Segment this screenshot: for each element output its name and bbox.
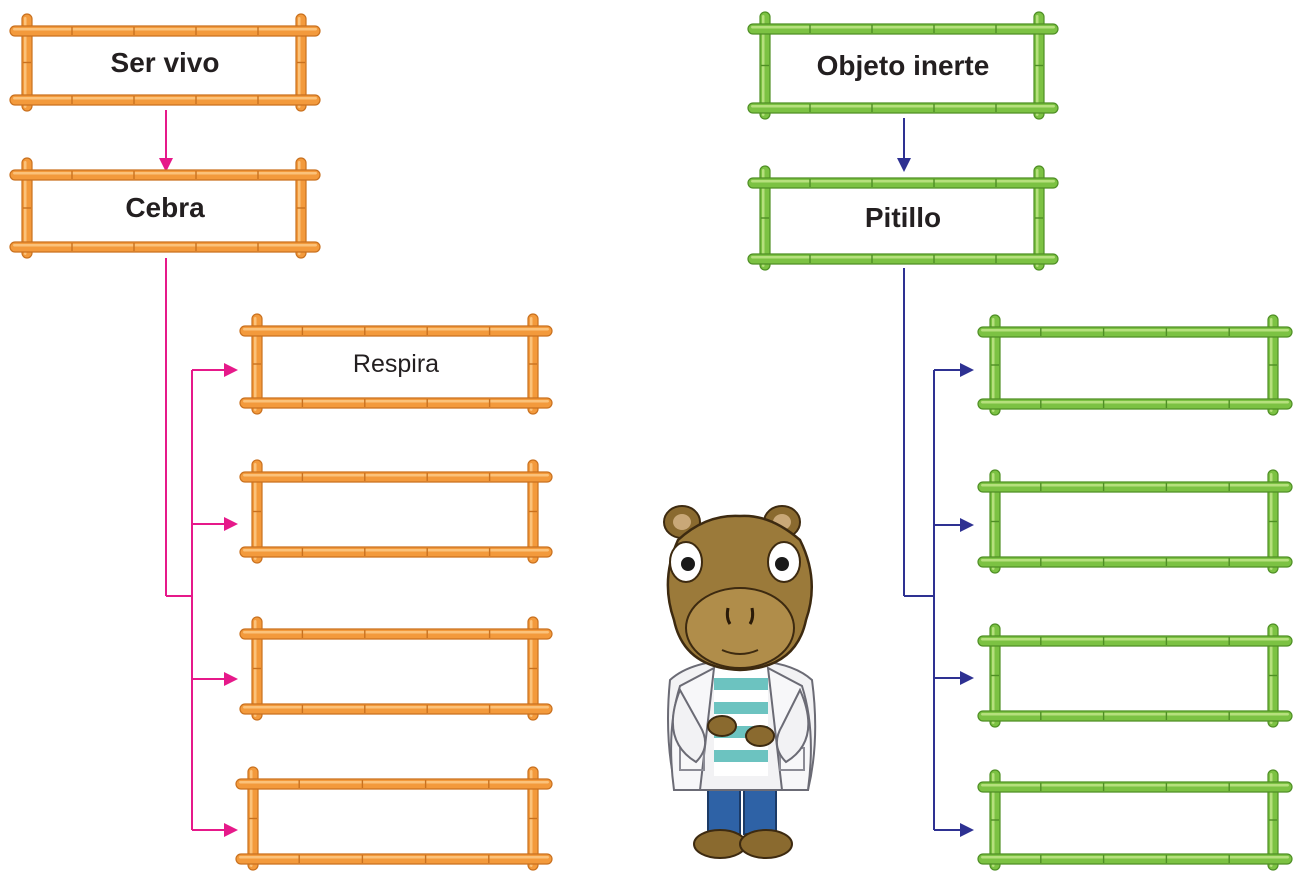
inert-characteristic-text-1 xyxy=(978,315,1292,415)
inert-characteristic-box-2[interactable] xyxy=(977,469,1293,574)
living-characteristic-text-3 xyxy=(240,617,552,720)
living-characteristic-text-1: Respira xyxy=(352,349,440,378)
living-characteristic-text-2 xyxy=(240,460,552,563)
living-characteristic-text-4 xyxy=(236,767,552,870)
living-category-label: Ser vivo xyxy=(110,46,220,78)
living-characteristic-box-1[interactable]: Respira xyxy=(239,313,553,415)
inert-characteristic-text-3 xyxy=(978,624,1292,727)
inert-category-label: Objeto inerte xyxy=(816,49,990,81)
inert-connectors xyxy=(897,118,974,837)
living-example-box: Cebra xyxy=(9,157,321,259)
inert-characteristic-box-4[interactable] xyxy=(977,769,1293,871)
inert-characteristic-box-1[interactable] xyxy=(977,314,1293,416)
living-characteristic-box-3[interactable] xyxy=(239,616,553,721)
living-example-label: Cebra xyxy=(125,192,205,223)
living-characteristic-box-2[interactable] xyxy=(239,459,553,564)
inert-characteristic-text-4 xyxy=(978,770,1292,870)
inert-example-label: Pitillo xyxy=(864,202,942,233)
inert-characteristic-text-2 xyxy=(978,470,1292,573)
living-characteristic-box-4[interactable] xyxy=(235,766,553,871)
hippo-scientist-icon xyxy=(640,500,840,873)
inert-example-box: Pitillo xyxy=(747,165,1059,271)
inert-category-box: Objeto inerte xyxy=(747,11,1059,120)
living-category-box: Ser vivo xyxy=(9,13,321,112)
living-connectors xyxy=(159,110,238,837)
inert-characteristic-box-3[interactable] xyxy=(977,623,1293,728)
